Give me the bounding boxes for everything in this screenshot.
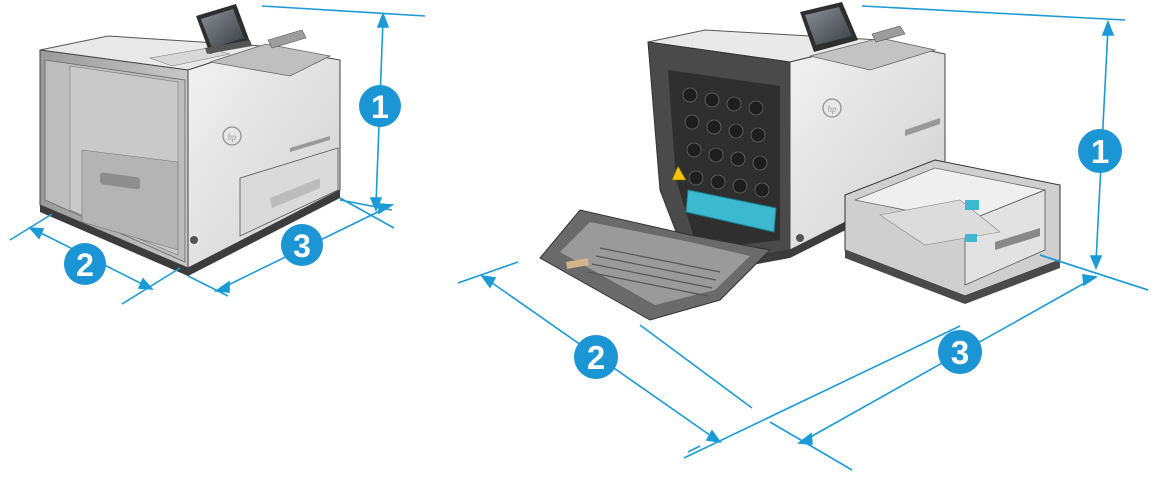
- svg-text:3: 3: [951, 334, 969, 371]
- hp-logo-icon: [222, 126, 242, 146]
- right-badge-3: 3: [938, 330, 982, 374]
- svg-text:1: 1: [371, 89, 389, 125]
- power-button-icon-right: [796, 234, 804, 242]
- svg-text:hp: hp: [228, 132, 238, 142]
- svg-text:2: 2: [76, 247, 94, 283]
- right-badge-1: 1: [1078, 129, 1122, 173]
- right-printer: hp: [539, 2, 1061, 321]
- left-badge-3: 3: [281, 224, 323, 266]
- power-button-icon: [190, 236, 198, 244]
- svg-text:2: 2: [587, 339, 605, 376]
- svg-text:3: 3: [293, 228, 311, 264]
- right-badge-2: 2: [574, 335, 618, 379]
- svg-text:1: 1: [1091, 133, 1109, 170]
- control-panel-icon: [196, 4, 252, 54]
- left-printer: hp: [39, 4, 341, 276]
- hp-logo-icon-right: [822, 98, 842, 118]
- left-badge-2: 2: [64, 243, 106, 285]
- control-panel-icon-right: [800, 2, 858, 52]
- left-badge-1: 1: [359, 85, 401, 127]
- svg-text:hp: hp: [828, 104, 838, 114]
- warning-icon: [671, 165, 687, 181]
